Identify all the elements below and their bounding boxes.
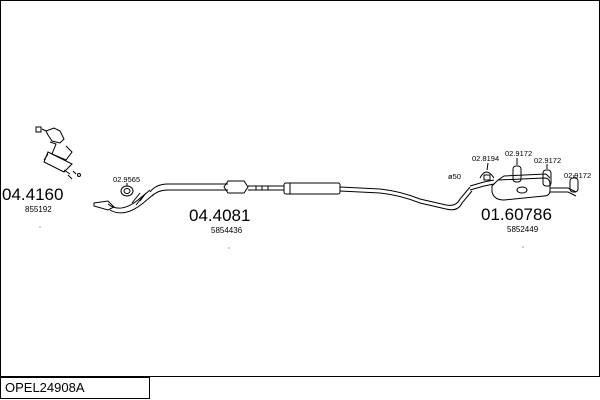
oem-number-5852449: 5852449 (507, 225, 539, 234)
oem-number-855192: 855192 (25, 205, 52, 214)
rear-silencer-drawing (469, 173, 577, 201)
fitting-code-02-9172-b: 02.9172 (534, 156, 561, 165)
part-number-01-60786: 01.60786 (481, 205, 552, 224)
pipe-diameter-label: ø50 (448, 172, 461, 181)
oem-number-5854436: 5854436 (211, 226, 243, 235)
catalytic-converter-drawing (35, 126, 81, 180)
fitting-code-02-9565: 02.9565 (113, 175, 140, 184)
fitting-code-02-8194: 02.8194 (472, 154, 499, 163)
part-number-04-4160: 04.4160 (2, 185, 63, 204)
middle-pipe-drawing (149, 180, 473, 211)
sheet-code-box: OPEL24908A (0, 377, 150, 399)
part-number-04-4081: 04.4081 (189, 206, 250, 225)
fitting-code-02-9172-a: 02.9172 (505, 149, 532, 158)
front-pipe-drawing (93, 183, 155, 214)
fitting-code-02-9172-c: 02.9172 (564, 171, 591, 180)
sheet-code: OPEL24908A (5, 380, 85, 395)
